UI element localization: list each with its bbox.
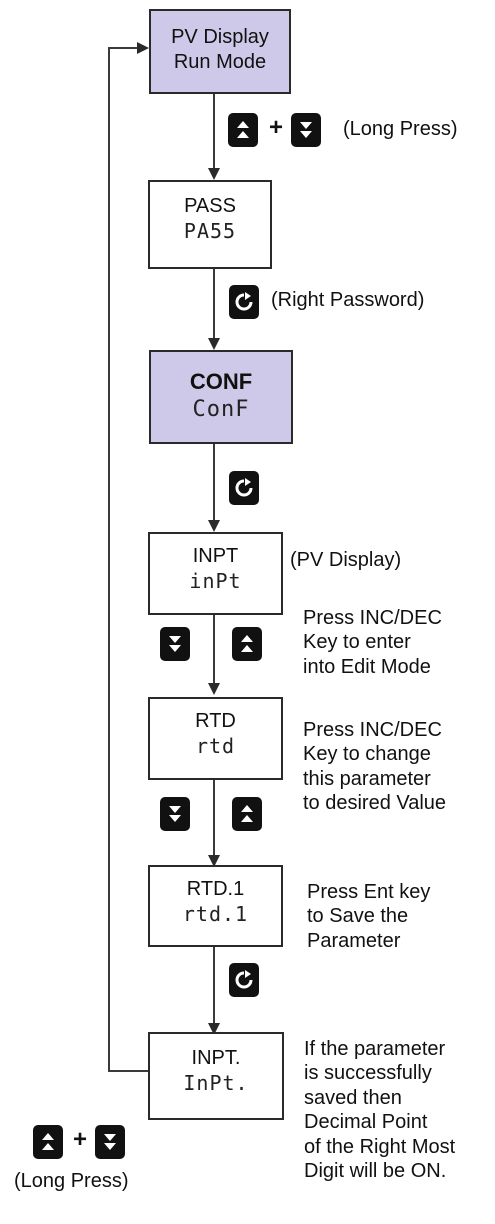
pv-display-title: PV Display [171, 26, 269, 48]
note-line: Key to enter [303, 631, 411, 654]
note-line: into Edit Mode [303, 655, 431, 678]
rtd-title: RTD [195, 710, 236, 732]
note-line: to Save the [307, 905, 409, 928]
long-press-label-bottom: (Long Press) [14, 1170, 129, 1192]
conf-segment-display: ConF [192, 396, 250, 422]
inpt-title: INPT [192, 545, 239, 567]
down-arrow-key-icon [291, 113, 321, 147]
return-line-left [108, 47, 110, 1072]
plus-sign: + [73, 1126, 88, 1153]
connector-rtd-to-rtd1 [213, 780, 215, 858]
connector-conf-to-inpt [213, 444, 215, 524]
up-arrow-key-icon [33, 1125, 63, 1159]
return-line-bottom [108, 1070, 150, 1072]
run-mode-label: Run Mode [173, 51, 267, 73]
note-line: to desired Value [303, 792, 447, 815]
pass-title: PASS [184, 195, 236, 217]
arrow-to-rtd [208, 683, 220, 695]
inpt-dot-segment-display: InPt. [183, 1071, 249, 1095]
decimal-point-note: If the parameter is successfully saved t… [304, 1037, 455, 1183]
inc-dec-enter-note: Press INC/DEC Key to enter into Edit Mod… [303, 606, 442, 679]
connector-pass-to-conf [213, 268, 215, 342]
connector-run-to-pass [213, 92, 215, 172]
conf-box: CONF ConF [149, 350, 293, 444]
down-arrow-key-icon [160, 627, 190, 661]
pass-box: PASS PA55 [148, 180, 272, 269]
connector-inpt-to-rtd [213, 615, 215, 685]
rtd1-title: RTD.1 [186, 878, 245, 900]
inc-dec-change-note: Press INC/DEC Key to change this paramet… [303, 718, 446, 816]
connector-rtd1-to-inpt-dot [213, 946, 215, 1026]
arrow-to-pv-display [137, 42, 149, 54]
up-arrow-key-icon [232, 627, 262, 661]
note-line: is successfully [304, 1062, 432, 1085]
note-line: Press Ent key [307, 881, 431, 903]
ent-save-note: Press Ent key to Save the Parameter [307, 880, 430, 953]
inpt-segment-display: inPt [189, 569, 242, 593]
note-line: Press INC/DEC [303, 607, 442, 629]
arrow-to-rtd1 [208, 855, 220, 867]
pv-display-note: (PV Display) [290, 549, 402, 571]
note-line: If the parameter [304, 1038, 446, 1060]
long-press-label-top: (Long Press) [343, 118, 458, 140]
rtd1-box: RTD.1 rtd.1 [148, 865, 283, 947]
note-line: this parameter [303, 767, 431, 790]
arrow-to-conf [208, 338, 220, 350]
note-line: Press INC/DEC [303, 719, 442, 741]
enter-key-icon [229, 285, 259, 319]
down-arrow-key-icon [160, 797, 190, 831]
arrow-to-pass [208, 168, 220, 180]
note-line: Parameter [307, 929, 401, 952]
note-line: Key to change [303, 743, 431, 766]
right-password-label: (Right Password) [271, 289, 425, 311]
note-line: Decimal Point [304, 1111, 428, 1134]
pv-display-box: PV Display Run Mode [149, 9, 291, 94]
rtd-box: RTD rtd [148, 697, 283, 780]
note-line: of the Right Most [304, 1135, 456, 1158]
inpt-box: INPT inPt [148, 532, 283, 615]
note-line: saved then [304, 1086, 402, 1109]
plus-sign: + [269, 114, 284, 141]
note-line: Digit will be ON. [304, 1159, 447, 1182]
enter-key-icon [229, 471, 259, 505]
up-arrow-key-icon [228, 113, 258, 147]
rtd1-segment-display: rtd.1 [182, 902, 249, 926]
inpt-dot-title: INPT. [191, 1047, 241, 1069]
up-arrow-key-icon [232, 797, 262, 831]
pass-segment-display: PA55 [183, 219, 237, 243]
enter-key-icon [229, 963, 259, 997]
arrow-to-inpt [208, 520, 220, 532]
inpt-dot-box: INPT. InPt. [148, 1032, 284, 1120]
rtd-segment-display: rtd [195, 734, 236, 758]
conf-title: CONF [189, 369, 253, 394]
return-line-top [108, 47, 138, 49]
down-arrow-key-icon [95, 1125, 125, 1159]
